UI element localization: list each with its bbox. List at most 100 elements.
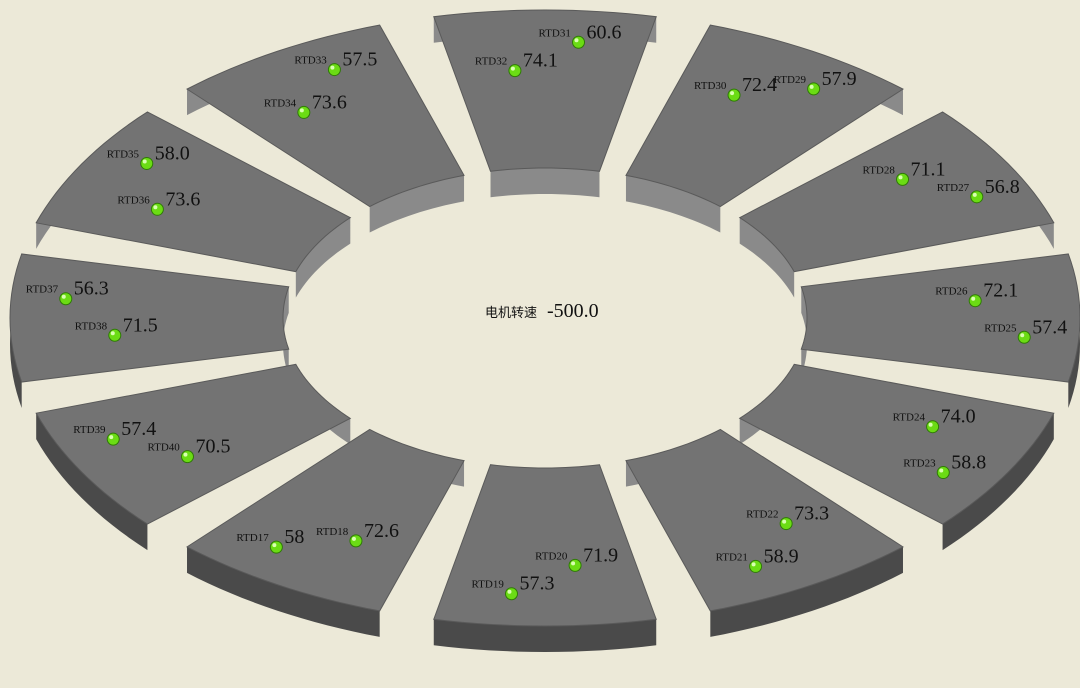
sensor-led-highlight: [971, 296, 976, 301]
sensor-id-label: RTD24: [893, 412, 926, 424]
sensor-id-label: RTD22: [746, 509, 778, 521]
pad-top-face: [186, 24, 465, 208]
sensor-id-label: RTD21: [716, 551, 748, 563]
sensor-temperature-value: 56.8: [985, 176, 1020, 198]
sensor-led-highlight: [110, 331, 115, 336]
sensor-led-icon[interactable]: [936, 466, 950, 480]
sensor-id-label: RTD39: [73, 424, 106, 436]
pad-top-face: [625, 428, 904, 612]
sensor-temperature-value: 58.8: [951, 452, 986, 474]
rtd-sensor[interactable]: RTD20 71.9: [535, 544, 618, 572]
sensor-led-icon[interactable]: [749, 559, 763, 573]
sensor-id-label: RTD31: [539, 27, 571, 39]
sensor-temperature-value: 72.6: [364, 520, 399, 542]
sensor-led-icon[interactable]: [968, 294, 982, 308]
sensor-led-icon[interactable]: [150, 202, 164, 216]
sensor-temperature-value: 57.4: [1032, 316, 1067, 338]
sensor-temperature-value: 73.6: [312, 91, 347, 113]
sensor-led-highlight: [142, 159, 147, 164]
sensor-led-icon[interactable]: [572, 35, 586, 49]
rtd-sensor[interactable]: RTD24 74.0: [893, 406, 976, 434]
sensor-led-highlight: [183, 452, 188, 457]
sensor-led-icon[interactable]: [1017, 330, 1031, 344]
sensor-led-icon[interactable]: [106, 432, 120, 446]
sensor-led-icon[interactable]: [349, 534, 363, 548]
pad-inner-face: [283, 286, 289, 376]
sensor-led-highlight: [809, 84, 814, 89]
sensor-led-icon[interactable]: [297, 105, 311, 119]
sensor-temperature-value: 58: [284, 526, 304, 548]
sensor-temperature-value: 60.6: [587, 21, 622, 43]
sensor-led-highlight: [299, 108, 304, 113]
pad-top-face: [800, 253, 1080, 383]
sensor-temperature-value: 57.9: [822, 68, 857, 90]
sensor-id-label: RTD19: [471, 579, 504, 591]
rtd-sensor[interactable]: RTD22 73.3: [746, 503, 829, 531]
pad-inner-face: [295, 217, 351, 298]
sensor-id-label: RTD34: [264, 97, 297, 109]
sensor-temperature-value: 74.0: [941, 406, 976, 428]
sensor-id-label: RTD17: [236, 532, 269, 544]
pad-inner-face: [739, 217, 795, 298]
sensor-led-icon[interactable]: [896, 172, 910, 186]
rtd-sensor[interactable]: RTD18 72.6: [316, 520, 399, 548]
pad-inner-face: [490, 168, 600, 198]
sensor-id-label: RTD18: [316, 526, 349, 538]
sensor-temperature-value: 73.6: [165, 188, 200, 210]
sensor-id-label: RTD20: [535, 550, 568, 562]
sensor-temperature-value: 73.3: [794, 503, 829, 525]
sensor-temperature-value: 71.9: [583, 544, 618, 566]
sensor-led-icon[interactable]: [779, 517, 793, 531]
motor-speed-readout: 电机转速 -500.0: [485, 300, 599, 323]
sensor-led-highlight: [751, 562, 756, 567]
rtd-sensor[interactable]: RTD34 73.6: [264, 91, 347, 119]
sensor-led-icon[interactable]: [180, 450, 194, 464]
sensor-led-icon[interactable]: [727, 88, 741, 102]
sensor-led-icon[interactable]: [807, 82, 821, 96]
sensor-led-icon[interactable]: [327, 63, 341, 77]
sensor-led-icon[interactable]: [970, 190, 984, 204]
sensor-temperature-value: 70.5: [195, 436, 230, 458]
sensor-led-highlight: [782, 519, 787, 524]
sensor-led-icon[interactable]: [108, 328, 122, 342]
sensor-led-icon[interactable]: [926, 420, 940, 434]
pad-top-face: [433, 9, 657, 172]
rtd-sensor[interactable]: RTD31 60.6: [539, 21, 622, 49]
sensor-led-icon[interactable]: [504, 587, 518, 601]
pad-top-face: [738, 111, 1055, 273]
sensor-led-icon[interactable]: [568, 558, 582, 572]
sensor-led-icon[interactable]: [508, 64, 522, 78]
pad-inner-face: [369, 175, 465, 233]
sensor-led-icon[interactable]: [140, 156, 154, 170]
pad-top-face: [9, 253, 290, 383]
sensor-led-icon[interactable]: [59, 292, 73, 306]
rtd-sensor[interactable]: RTD17 58: [236, 526, 304, 554]
sensor-led-highlight: [351, 536, 356, 541]
sensor-led-icon[interactable]: [269, 540, 283, 554]
sensor-id-label: RTD35: [107, 148, 140, 160]
sensor-temperature-value: 72.1: [983, 280, 1018, 302]
sensor-led-highlight: [571, 561, 576, 566]
